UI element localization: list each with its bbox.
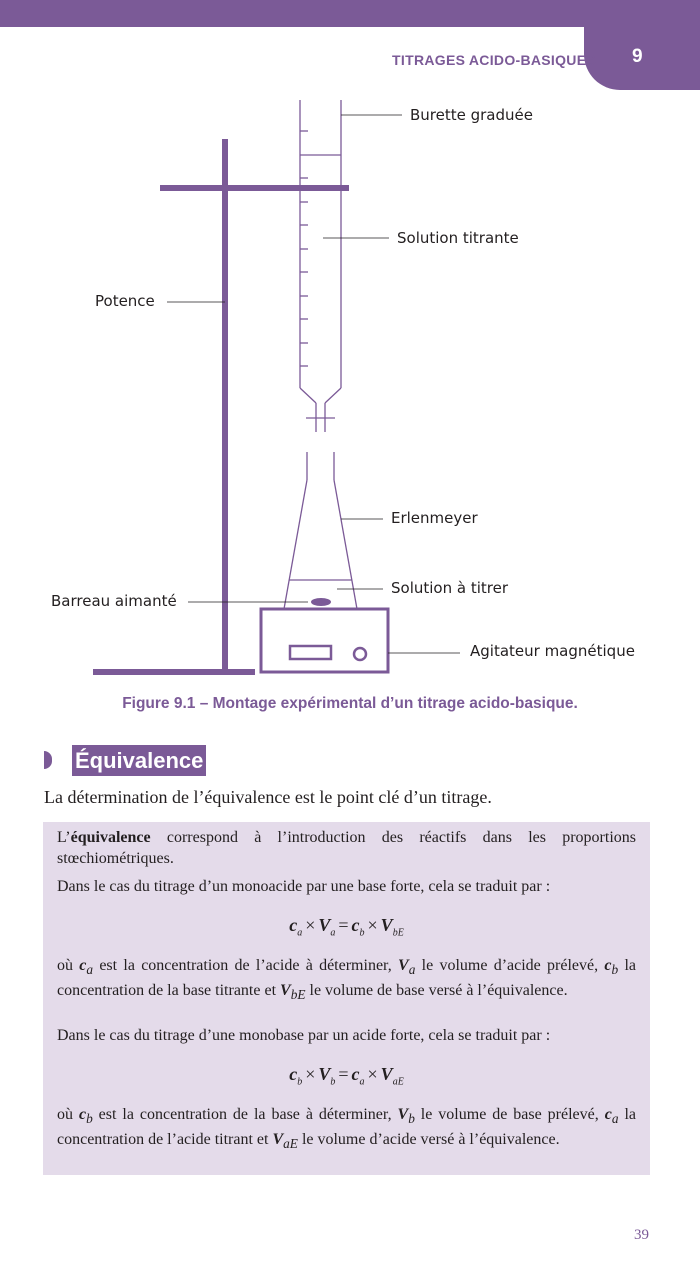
figure-caption: Figure 9.1 – Montage expérimental d’un t… [122, 695, 578, 712]
label-barreau: Barreau aimanté [51, 592, 177, 610]
section-intro: La détermination de l’équivalence est le… [44, 787, 492, 807]
header-cutout [0, 27, 584, 107]
stand-base [93, 669, 255, 675]
page-number: 39 [634, 1227, 649, 1243]
label-agitateur: Agitateur magnétique [470, 642, 635, 660]
erlenmeyer-flask [283, 452, 358, 610]
header-bar [0, 0, 700, 27]
case-acid-paragraph: Dans le cas du titrage d’un monoacide pa… [57, 878, 551, 895]
label-solution-titrante: Solution titrante [397, 229, 519, 247]
label-burette: Burette graduée [410, 106, 533, 124]
stirrer-display [288, 644, 333, 661]
equation-base: cb×Vb=ca×VaE [289, 1064, 404, 1088]
titration-setup-diagram [93, 100, 460, 675]
stirrer-knob [352, 646, 368, 662]
equation-acid: ca×Va=cb×VbE [289, 915, 404, 939]
magnetic-stir-bar [311, 598, 331, 606]
acid-variables-paragraph: où ca est la concentration de l’acide à … [57, 957, 637, 1003]
label-solution-a-titrer: Solution à titrer [391, 579, 508, 597]
magnetic-stirrer [259, 607, 390, 674]
burette [299, 100, 342, 432]
stand-arm [160, 185, 349, 191]
definition-box [43, 822, 650, 1175]
base-variables-paragraph: où cb est la concentration de la base à … [57, 1106, 636, 1152]
label-erlenmeyer: Erlenmeyer [391, 509, 478, 527]
chapter-title: TITRAGES ACIDO-BASIQUES [392, 52, 596, 68]
stand-rod [222, 139, 228, 675]
case-base-paragraph: Dans le cas du titrage d’une monobase pa… [57, 1027, 551, 1044]
label-potence: Potence [95, 292, 155, 310]
term-equivalence: équivalence [70, 829, 151, 846]
chapter-number: 9 [632, 46, 643, 67]
section-title: Équivalence [72, 745, 207, 776]
chapter-tab [584, 0, 700, 90]
section-bullet [44, 751, 52, 769]
definition-paragraph: L’équivalence correspond à l’introductio… [57, 829, 636, 867]
